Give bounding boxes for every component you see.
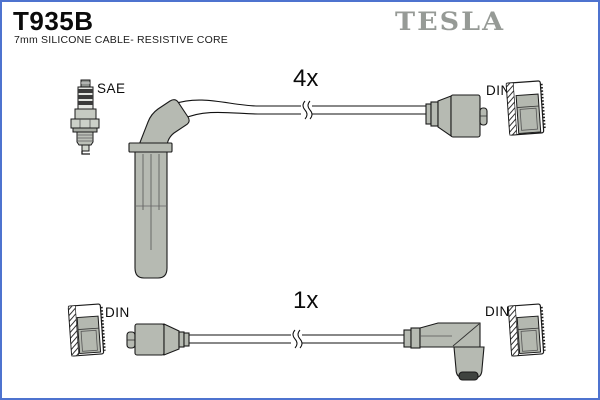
spark-plug-drawing xyxy=(70,79,100,155)
quantity-label-bottom: 1x xyxy=(293,287,319,314)
part-number: T935B xyxy=(13,6,94,36)
din-label-bottom-left: DIN xyxy=(105,305,130,320)
cable-break-mark-bottom xyxy=(291,329,303,349)
product-description: 7mm SILICONE CABLE- RESISTIVE CORE xyxy=(14,34,228,46)
din-label-bottom-right: DIN xyxy=(485,304,510,319)
elbow-boot-bottom-right xyxy=(403,322,485,381)
distributor-boot-bottom xyxy=(126,323,190,356)
distributor-boot-top xyxy=(425,94,488,138)
spark-plug-boot-drawing xyxy=(128,99,190,279)
quantity-label-top: 4x xyxy=(293,65,319,92)
din-label-top-right: DIN xyxy=(486,83,511,98)
din-connector-section-top-right xyxy=(505,80,546,136)
din-connector-section-bottom-right xyxy=(507,303,546,357)
ignition-cable-top xyxy=(173,99,427,120)
cable-break-mark-top xyxy=(301,100,313,120)
din-connector-section-bottom-left xyxy=(67,303,106,357)
sae-label: SAE xyxy=(97,81,126,96)
brand-logo: TESLA xyxy=(395,7,506,37)
